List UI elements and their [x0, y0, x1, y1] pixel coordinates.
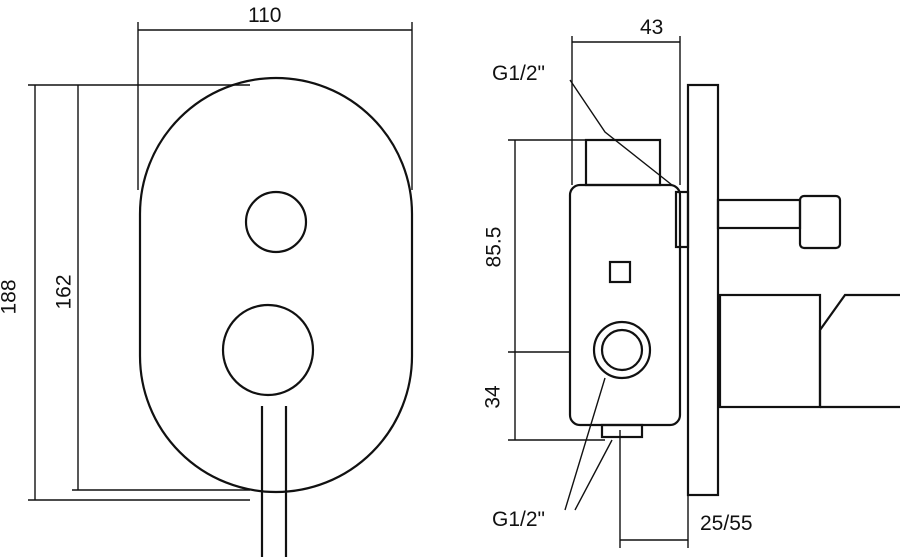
label-upper-height: 85.5 [482, 226, 506, 268]
lever-arm [818, 293, 900, 409]
label-top-thread: G1/2" [492, 62, 545, 85]
diverter-cap [798, 194, 842, 250]
label-plate-height: 162 [52, 274, 76, 310]
label-body-depth: 43 [640, 16, 664, 39]
label-lower-height: 34 [481, 385, 505, 409]
lever-handle [260, 406, 288, 557]
dim-line-162 [72, 85, 250, 491]
dim-line-34 [508, 352, 605, 441]
label-wall-depth: 25/55 [700, 512, 753, 535]
label-bottom-thread: G1/2" [492, 508, 545, 531]
body-nut [674, 190, 690, 249]
wall-plate [686, 83, 720, 497]
dim-line-25-55 [619, 430, 689, 548]
diverter-knob [244, 190, 308, 254]
dim-line-188 [28, 84, 250, 501]
leader-bottom-thread [564, 377, 613, 511]
diverter-stem [716, 198, 802, 230]
leader-top-thread [569, 79, 673, 186]
bottom-outlet [592, 320, 652, 380]
dim-line-110 [137, 22, 413, 190]
cover-plate [138, 76, 414, 494]
valve-body [568, 183, 682, 427]
lever-base [221, 303, 315, 397]
dim-line-85-5 [508, 139, 586, 353]
label-plate-width: 110 [248, 4, 282, 27]
lever-body [718, 293, 822, 409]
bottom-fitting [600, 423, 644, 439]
bottom-outlet-inner [600, 328, 644, 372]
body-square [608, 260, 632, 284]
dim-line-43 [571, 36, 681, 185]
label-total-height: 188 [0, 279, 21, 315]
